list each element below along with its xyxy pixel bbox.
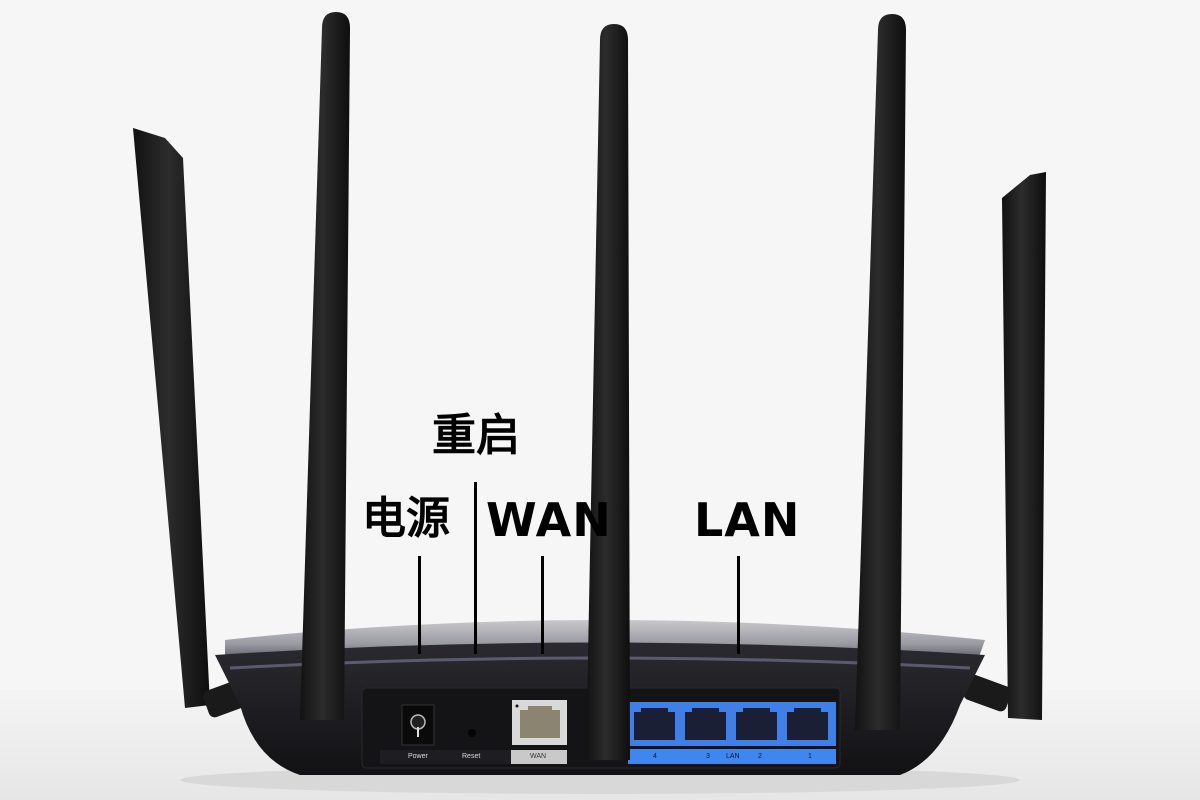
antenna-center <box>586 24 630 760</box>
wan-leader-line <box>541 556 544 654</box>
power-label: 电源 <box>362 493 450 544</box>
reset-leader-line <box>474 482 477 654</box>
lan-port-3: 3 <box>706 753 710 760</box>
power-leader-line <box>418 556 421 654</box>
power-port-label: Power <box>408 753 428 760</box>
reset-button-label: Reset <box>462 753 481 760</box>
lan-port-4: 4 <box>653 753 657 760</box>
lan-port-2: 2 <box>758 753 762 760</box>
wan-port-label: WAN <box>530 753 547 760</box>
lan-group-label: LAN <box>726 753 740 760</box>
wan-label: WAN <box>486 493 612 547</box>
antenna-right-inner <box>855 14 906 730</box>
lan-leader-line <box>737 556 740 654</box>
lan-label: LAN <box>694 493 801 547</box>
antenna-left-inner <box>300 12 350 720</box>
antenna-right-outer <box>963 172 1046 720</box>
reset-label: 重启 <box>432 410 520 461</box>
lan-port-1: 1 <box>808 753 812 760</box>
antenna-left-outer <box>133 128 247 718</box>
